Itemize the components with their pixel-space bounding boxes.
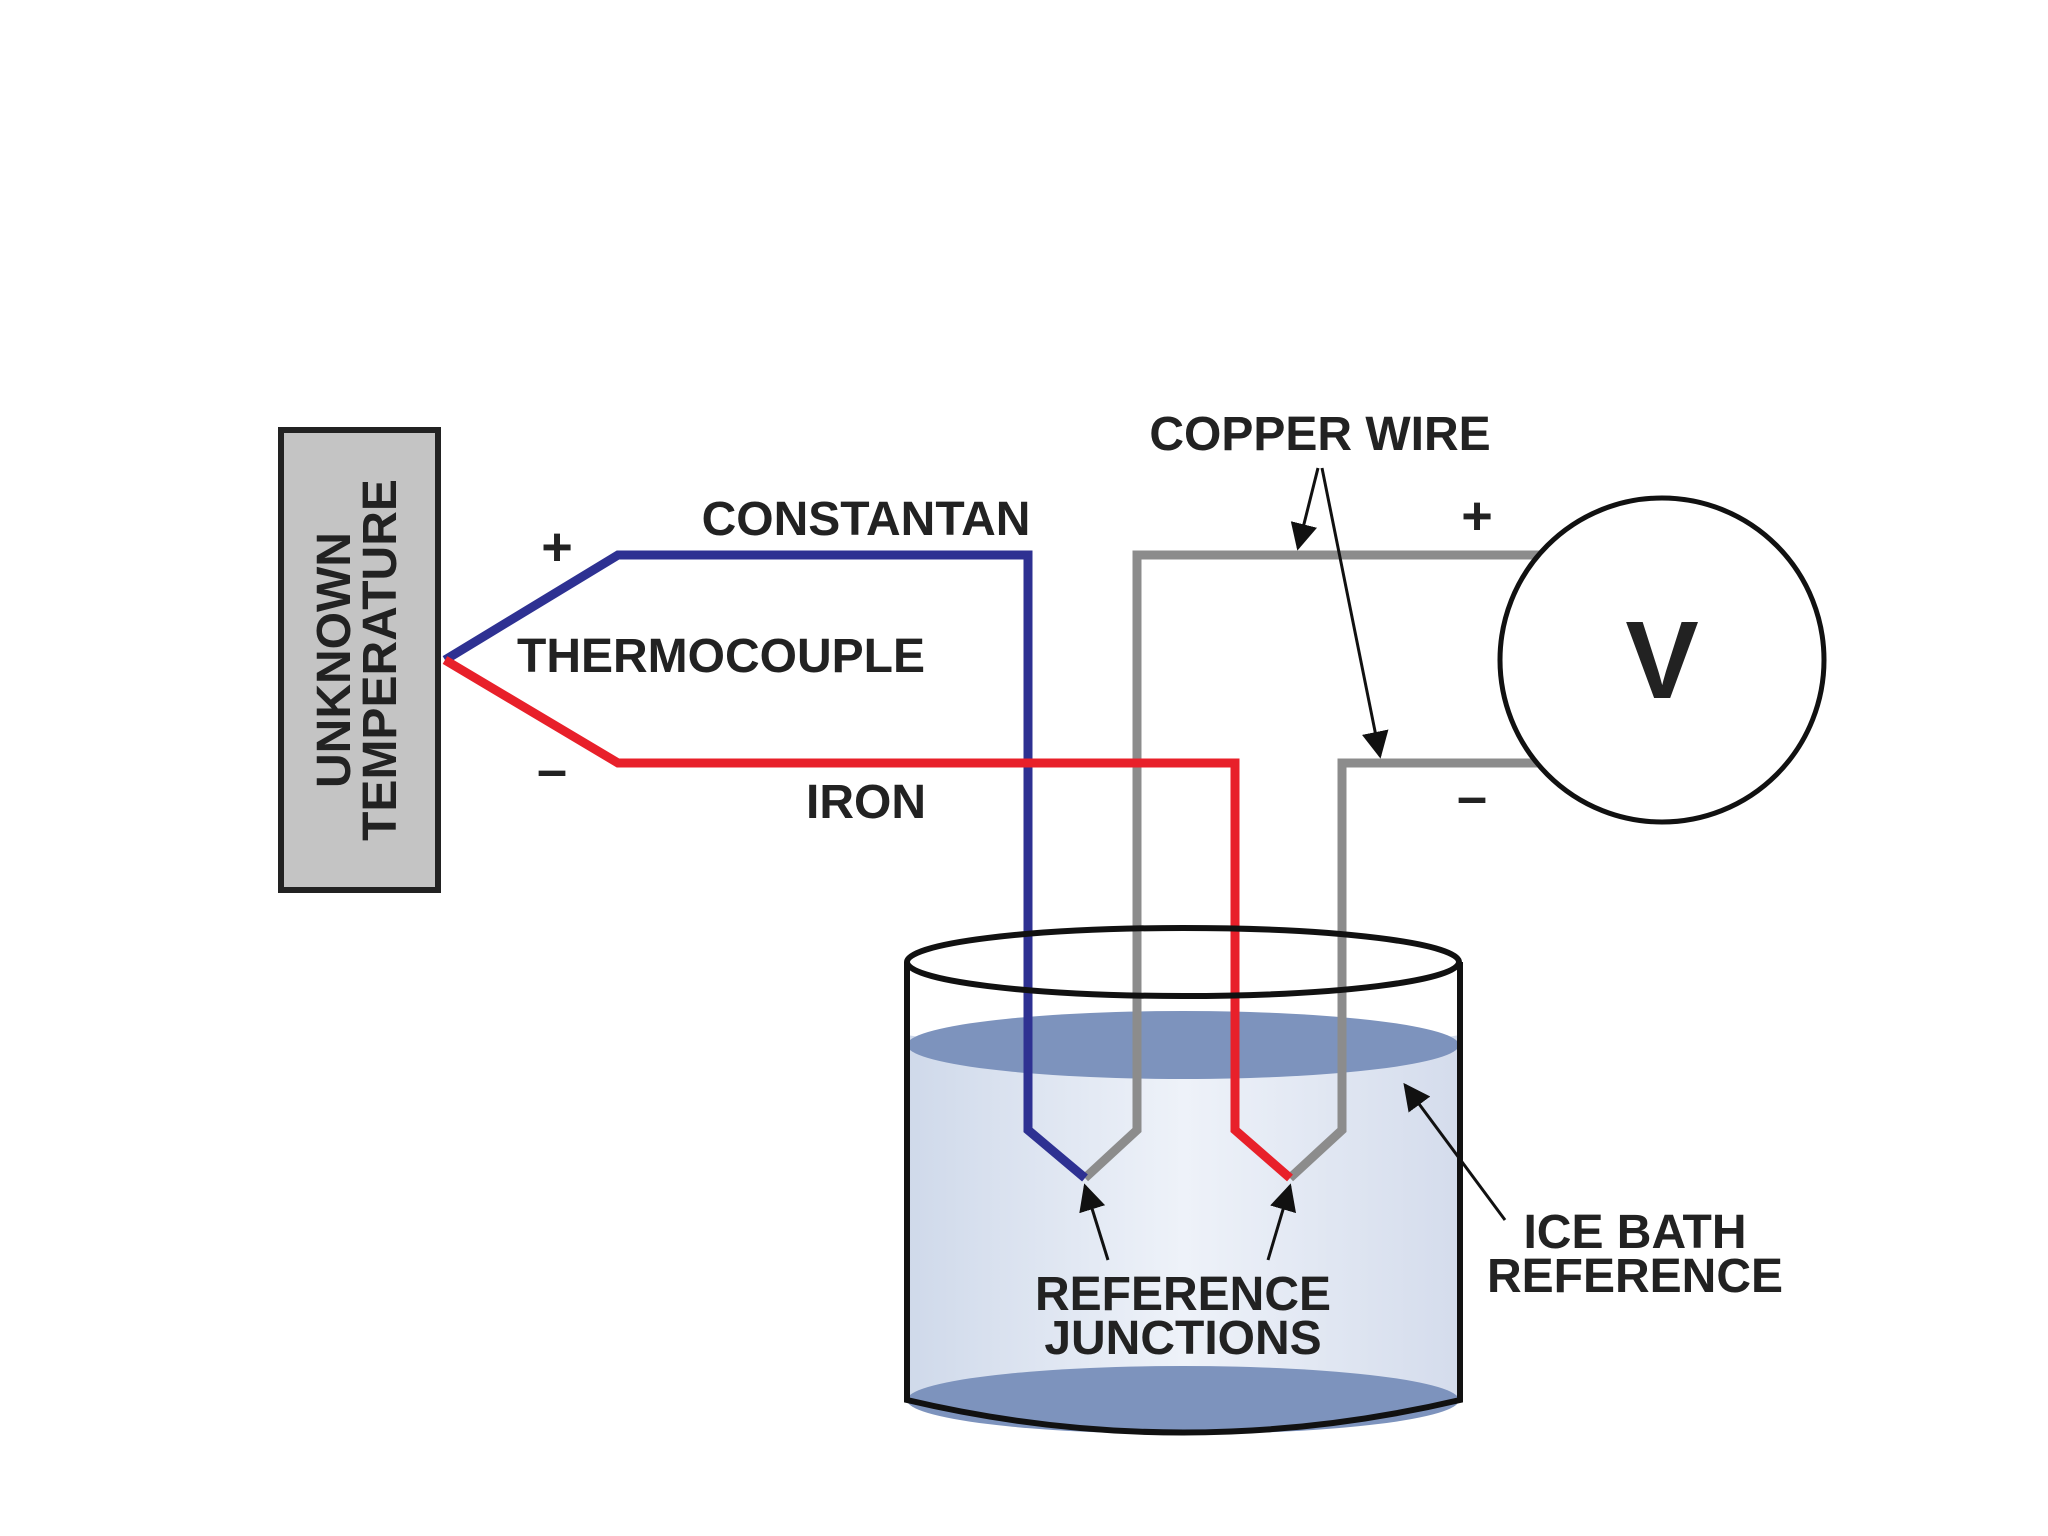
unknown-temperature-box — [278, 427, 441, 893]
reference-junction-arrow-left — [1079, 1183, 1110, 1261]
copper-wire-minus — [1286, 758, 1542, 1182]
ice-bath-walls — [904, 962, 1463, 1436]
constantan-wire — [442, 550, 1088, 1182]
unknown-temperature-line2: TEMPERATURE — [354, 479, 407, 841]
ice-bath-arrow — [1403, 1082, 1507, 1221]
ice-bath-label-line1: ICE BATH — [1523, 1206, 1746, 1259]
constantan-label: CONSTANTAN — [702, 493, 1031, 546]
voltmeter-plus-sign: + — [1461, 486, 1493, 546]
voltmeter-label: V — [1625, 599, 1698, 722]
ice-bath-label-line2: REFERENCE — [1487, 1250, 1783, 1303]
ice-bath-rim — [904, 925, 1462, 999]
iron-label: IRON — [806, 776, 926, 829]
copper-wire-arrow-minus — [1320, 467, 1389, 759]
thermocouple-label: THERMOCOUPLE — [517, 630, 925, 683]
copper-wire-label: COPPER WIRE — [1149, 408, 1490, 461]
copper-wire-arrow-plus — [1290, 467, 1320, 551]
thermocouple-minus-sign: – — [537, 740, 567, 800]
ice-bath-water-body — [907, 1035, 1460, 1430]
reference-junctions-line1: REFERENCE — [1035, 1268, 1331, 1321]
ice-bath-bottom — [907, 1366, 1459, 1434]
thermocouple-plus-sign: + — [541, 517, 573, 577]
unknown-temperature-label: UNKNOWN TEMPERATURE — [308, 479, 407, 841]
reference-junctions-line2: JUNCTIONS — [1044, 1312, 1321, 1365]
iron-wire — [442, 656, 1293, 1182]
voltmeter-minus-sign: – — [1457, 767, 1487, 827]
voltmeter-circle — [1497, 495, 1827, 825]
unknown-temperature-line1: UNKNOWN — [308, 532, 361, 788]
ice-bath-water-surface — [907, 1011, 1459, 1079]
reference-junction-arrow-right — [1266, 1183, 1297, 1261]
